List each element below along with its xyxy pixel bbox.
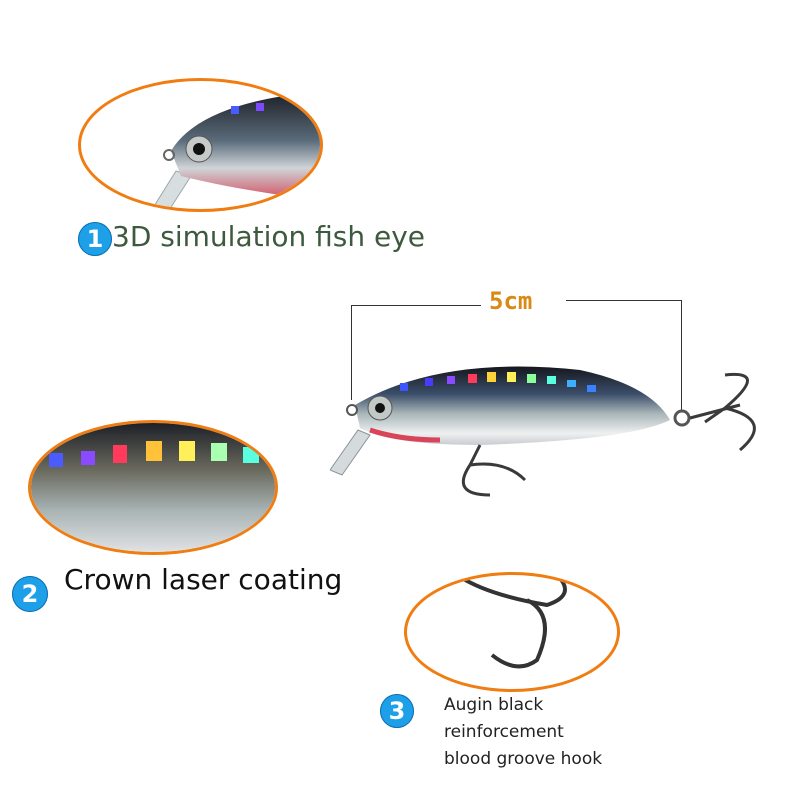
fish-eye-closeup xyxy=(78,78,323,212)
dimension-label: 5cm xyxy=(489,287,533,315)
treble-hook-image xyxy=(455,575,567,669)
fishing-lure-image xyxy=(330,366,756,497)
feature-3-label: Augin black reinforcement blood groove h… xyxy=(444,692,602,773)
dimension-line-right-horizontal xyxy=(566,300,681,301)
fish-eye-image xyxy=(151,91,320,209)
feature-3-label-line-1: Augin black xyxy=(444,695,544,715)
feature-1-badge: 1 xyxy=(78,222,112,256)
laser-coating-closeup xyxy=(28,420,278,555)
dimension-line-left-horizontal xyxy=(351,305,481,306)
feature-2-label: Crown laser coating xyxy=(64,563,343,596)
feature-3-label-line-3: blood groove hook xyxy=(444,749,603,769)
dimension-line-left-vertical xyxy=(351,305,352,400)
laser-coating-image xyxy=(31,423,275,552)
feature-2-badge: 2 xyxy=(12,576,48,612)
dimension-line-right-vertical xyxy=(681,300,682,410)
feature-3-badge: 3 xyxy=(380,694,414,728)
feature-3-label-line-2: reinforcement xyxy=(444,722,564,742)
feature-1-label: 3D simulation fish eye xyxy=(112,220,426,253)
hook-closeup xyxy=(404,572,620,692)
